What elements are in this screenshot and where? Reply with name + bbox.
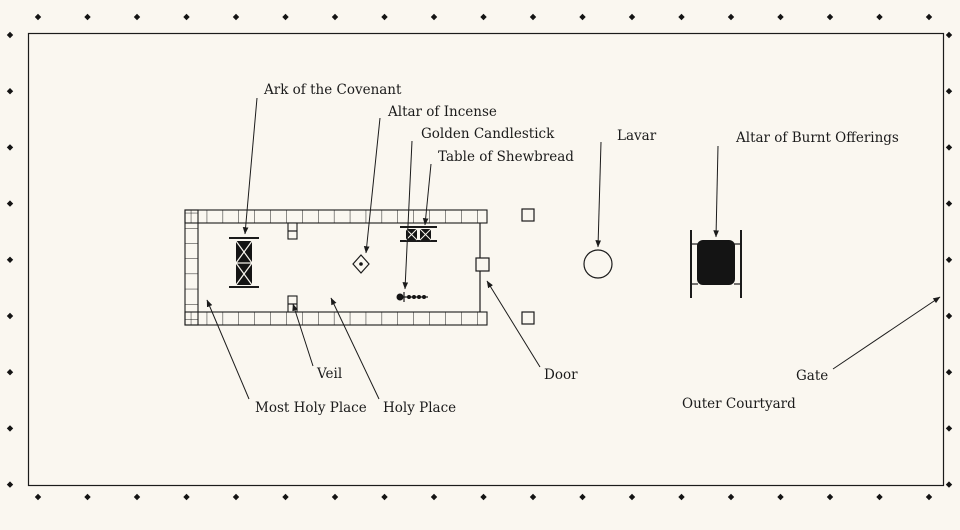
pillar-diamond (6, 369, 14, 376)
pillar-diamond (826, 493, 834, 501)
pillar-diamond (6, 200, 14, 207)
pillar-diamond (34, 493, 42, 501)
pillar-diamond (34, 13, 42, 21)
pillar-diamond (579, 13, 586, 21)
pillar-diamond (6, 425, 14, 432)
pillar-diamond (925, 493, 933, 501)
pillar-diamond (945, 481, 953, 488)
pillar-diamond (945, 256, 953, 263)
pillar-diamond (6, 312, 14, 320)
label-ark-of-covenant: Ark of the Covenant (263, 82, 402, 98)
table-of-shewbread-shape (400, 226, 437, 242)
pillar-diamond (945, 200, 953, 207)
tabernacle-north-wall (184, 209, 488, 224)
pillar-diamond (6, 31, 14, 39)
pillar-diamond (727, 13, 735, 21)
pillar-diamond (331, 13, 339, 21)
pillar-diamond (727, 493, 735, 501)
pillar-diamond (826, 13, 834, 21)
leader-holy-place (330, 297, 380, 400)
pillar-diamond (6, 88, 14, 95)
pillar-diamond (529, 13, 537, 21)
label-gate: Gate (796, 368, 828, 384)
pillar-diamond (628, 493, 636, 501)
label-veil: Veil (316, 366, 342, 382)
tabernacle-west-wall (184, 209, 199, 326)
pillar-diamond (381, 13, 388, 21)
pillar-diamond (381, 493, 388, 501)
ark-of-covenant-shape (229, 237, 259, 288)
pillar-diamond (945, 369, 953, 376)
pillar-diamond (777, 13, 784, 21)
label-golden-candlestick: Golden Candlestick (421, 126, 555, 142)
pillar-diamond (945, 88, 953, 95)
pillar-diamond (84, 13, 91, 21)
leader-gate (832, 296, 941, 370)
pillar-diamond (6, 144, 14, 151)
pillar-diamond (84, 493, 91, 501)
pillar-diamond (480, 493, 487, 501)
leader-candlestick (402, 140, 413, 290)
courtyard-fence (27, 32, 945, 487)
pillar-diamond (945, 144, 953, 151)
pillar-diamond (945, 425, 953, 432)
leader-door (486, 280, 541, 368)
pillar-diamond (183, 493, 190, 501)
leader-ark (242, 97, 258, 235)
lavar-shape (583, 249, 613, 279)
pillar-diamond (6, 481, 14, 488)
leader-burnt-offerings (713, 145, 719, 238)
pillar-diamond (945, 31, 953, 39)
pillar-diamond (529, 493, 537, 501)
court-post-square-south (521, 311, 535, 325)
leader-shewbread (422, 163, 432, 226)
pillar-diamond (480, 13, 487, 21)
pillar-diamond (133, 13, 141, 21)
pillar-diamond (282, 493, 289, 501)
label-most-holy-place: Most Holy Place (255, 400, 367, 416)
pillar-diamond (579, 493, 586, 501)
label-altar-of-burnt-offerings: Altar of Burnt Offerings (735, 130, 899, 146)
pillar-diamond (945, 312, 953, 320)
label-table-of-shewbread: Table of Shewbread (438, 149, 574, 165)
pillar-diamond (282, 13, 289, 21)
tabernacle-structure (184, 209, 490, 326)
label-outer-courtyard: Outer Courtyard (682, 396, 796, 412)
pillar-diamond (628, 13, 636, 21)
pillar-diamond (232, 493, 240, 501)
golden-candlestick-shape (396, 292, 428, 302)
leader-most-holy-place (206, 299, 250, 400)
pillar-diamond (331, 493, 339, 501)
altar-of-burnt-offerings-shape (690, 230, 742, 298)
pillar-diamond (6, 256, 14, 263)
label-altar-of-incense: Altar of Incense (387, 104, 497, 120)
pillar-diamond (232, 13, 240, 21)
pillar-diamond (678, 493, 685, 501)
leader-incense (363, 117, 381, 254)
leader-lines (206, 97, 941, 400)
pillar-diamond (925, 13, 933, 21)
court-post-square-north (521, 208, 535, 222)
pillar-diamond (183, 13, 190, 21)
pillar-diamond (876, 13, 883, 21)
leader-veil (292, 303, 314, 367)
pillar-diamond (430, 493, 438, 501)
courtyard-pillars (6, 13, 953, 501)
labels: Ark of the Covenant Altar of Incense Gol… (255, 82, 899, 416)
pillar-diamond (876, 493, 883, 501)
veil-shape (287, 222, 298, 313)
label-holy-place: Holy Place (383, 400, 456, 416)
label-door: Door (544, 367, 578, 383)
leader-lavar (595, 141, 602, 248)
pillar-diamond (430, 13, 438, 21)
door-shape (475, 257, 490, 272)
label-lavar: Lavar (617, 128, 657, 144)
pillar-diamond (777, 493, 784, 501)
tabernacle-south-wall (184, 311, 488, 326)
pillar-diamond (133, 493, 141, 501)
altar-of-incense-shape (352, 254, 370, 274)
pillar-diamond (678, 13, 685, 21)
